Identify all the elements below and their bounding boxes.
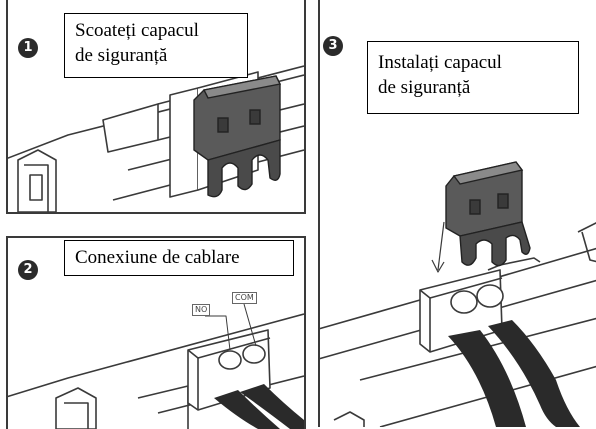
cables <box>448 320 580 427</box>
step-3-caption-line-2: de siguranță <box>378 77 471 98</box>
step-3-illustration <box>320 161 596 427</box>
step-1-badge: 1 <box>18 38 38 58</box>
step-1-caption-line-2: de siguranță <box>75 45 168 66</box>
safety-cover <box>193 75 282 198</box>
step-3-panel: 3 Instalați capacul de siguranță <box>318 0 596 427</box>
step-1-caption: Scoateți capacul de siguranță <box>64 13 248 78</box>
step-1-caption-line-1: Scoateți capacul <box>75 20 199 41</box>
safety-cover <box>445 161 531 267</box>
step-2-illustration <box>8 303 304 429</box>
step-3-badge: 3 <box>323 36 343 56</box>
step-1-illustration <box>8 65 304 212</box>
terminal-label-com: COM <box>232 292 257 304</box>
step-3-caption-line-1: Instalați capacul <box>378 52 502 73</box>
step-2-badge: 2 <box>18 260 38 280</box>
step-2-caption: Conexiune de cablare <box>64 240 294 276</box>
terminal-label-no: NO <box>192 304 211 316</box>
cables <box>214 384 304 429</box>
step-2-panel: NO COM 2 Conexiune de cablare <box>6 236 306 429</box>
step-2-caption-line-1: Conexiune de cablare <box>75 247 240 268</box>
step-3-caption: Instalați capacul de siguranță <box>367 41 579 114</box>
step-1-panel: 1 Scoateți capacul de siguranță <box>6 0 306 214</box>
